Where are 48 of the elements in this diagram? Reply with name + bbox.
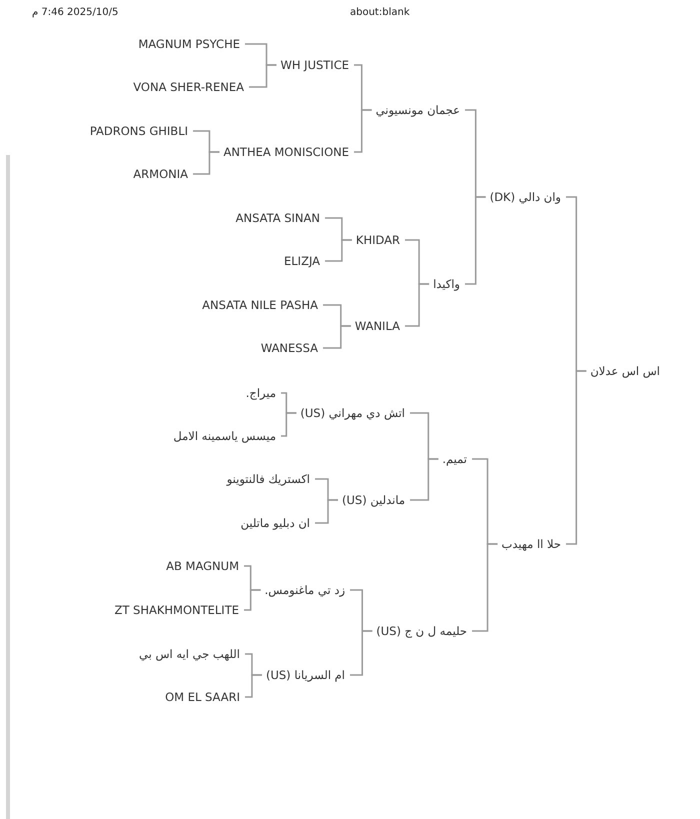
horse-name: حلا اا مهيدب — [502, 536, 561, 552]
horse-name: اتش دي مهراني (US) — [300, 405, 405, 421]
horse-name: WANILA — [354, 318, 400, 334]
pedigree-connector — [465, 196, 486, 285]
pedigree-connector — [325, 239, 352, 262]
horse-name: ان دبليو ماتلين — [240, 515, 310, 531]
horse-name: WANESSA — [260, 340, 318, 356]
horse-name: وان دالي (DK) — [490, 189, 561, 205]
pedigree-connector — [405, 283, 430, 327]
horse-name: ماندلين (US) — [342, 492, 405, 508]
horse-name: WH JUSTICE — [280, 57, 349, 73]
horse-name: اللهب جي ايه اس بي — [139, 646, 240, 662]
horse-name: ام السريانا (US) — [266, 667, 345, 683]
horse-name: ZT SHAKHMONTELITE — [114, 602, 239, 618]
horse-name: اكستريك فالنتوينو — [226, 471, 310, 487]
horse-name: تميم. — [442, 451, 467, 467]
horse-name: ميسس ياسمينه الامل — [173, 428, 276, 444]
pedigree-connector — [315, 499, 338, 524]
horse-name: اس اس عدلان — [590, 363, 660, 379]
date-time: 2025/10/5 7:46 م — [32, 6, 118, 20]
horse-name: ELIZJA — [284, 253, 320, 269]
page-address: about:blank — [350, 6, 410, 20]
horse-name: عجمان مونسيوني — [376, 102, 460, 118]
horse-name: PADRONS GHIBLI — [90, 123, 188, 139]
horse-name: AB MAGNUM — [166, 558, 239, 574]
horse-name: VONA SHER-RENEA — [133, 79, 244, 95]
pedigree-connector — [472, 543, 498, 632]
pedigree-connector — [249, 64, 276, 88]
horse-name: واكيدا — [433, 276, 460, 292]
horse-name: ANSATA SINAN — [236, 210, 320, 226]
pedigree-connector — [193, 151, 220, 175]
horse-name: KHIDAR — [356, 232, 400, 248]
horse-name: ANTHEA MONISCIONE — [223, 144, 349, 160]
pedigree-connector — [281, 412, 296, 437]
pedigree-connector — [350, 630, 372, 676]
pedigree-connector — [566, 370, 586, 545]
horse-name: ARMONIA — [133, 166, 188, 182]
horse-name: MAGNUM PSYCHE — [138, 36, 240, 52]
pedigree-connector — [354, 109, 372, 153]
pedigree-connector — [323, 325, 351, 349]
horse-name: OM EL SAARI — [165, 689, 240, 705]
pedigree-connector — [244, 589, 261, 611]
horse-name: ANSATA NILE PASHA — [202, 297, 318, 313]
pedigree-connector — [410, 458, 438, 501]
pedigree-connector — [245, 674, 262, 698]
horse-name: زد تي ماغنومس. — [264, 582, 345, 598]
horse-name: ميراج. — [246, 385, 276, 401]
horse-name: حليمه ل ن ج (US) — [376, 623, 467, 639]
